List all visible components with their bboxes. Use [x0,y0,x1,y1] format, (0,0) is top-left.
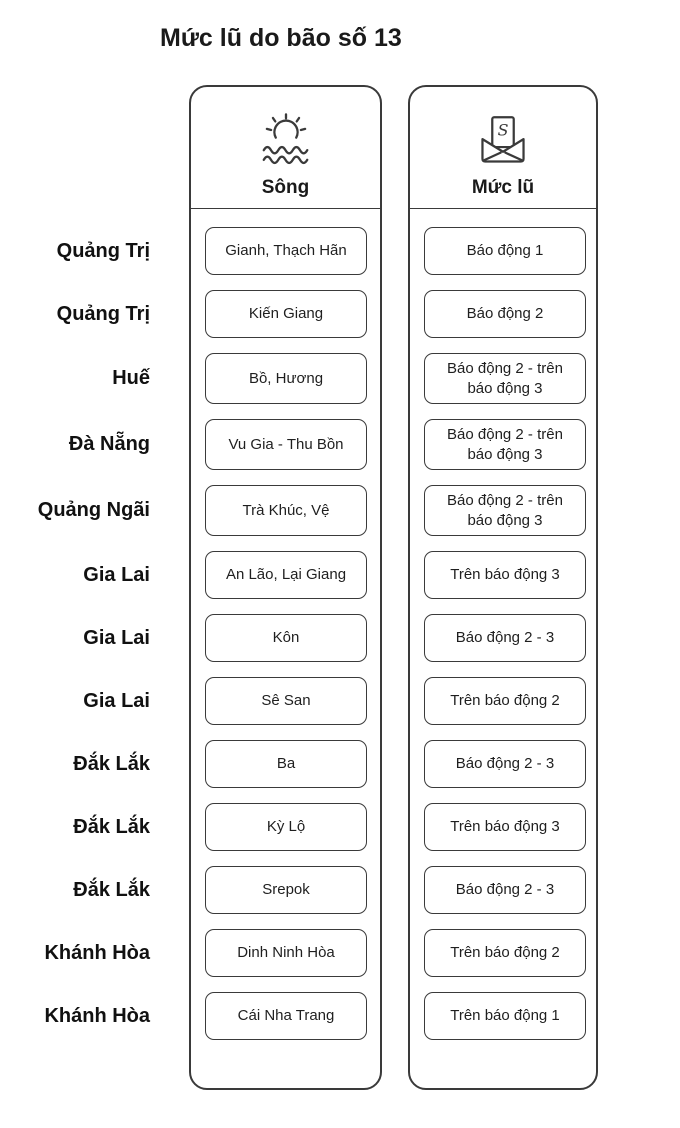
level-value: Báo động 1 [466,242,544,260]
river-box: Cái Nha Trang [205,992,367,1040]
page-title: Mức lũ do bão số 13 [160,24,402,52]
level-value: Trên báo động 2 [450,944,560,962]
level-box: Trên báo động 2 [424,929,586,977]
river-name: Kiến Giang [248,305,324,323]
table-row: Khánh Hòa Cái Nha Trang Trên báo động 1 [0,992,680,1040]
level-box: Báo động 2 [424,290,586,338]
level-value: Trên báo động 1 [450,1007,560,1025]
level-value: Báo động 2 - 3 [455,755,555,773]
river-box: Vu Gia - Thu Bồn [205,419,367,470]
river-name: Kỳ Lộ [266,818,306,836]
level-box: Báo động 1 [424,227,586,275]
svg-text:S: S [498,120,509,139]
river-box: Gianh, Thạch Hãn [205,227,367,275]
river-name: Ba [276,755,296,773]
level-box: Báo động 2 - trên báo động 3 [424,419,586,470]
table-row: Quảng Trị Kiến Giang Báo động 2 [0,290,680,338]
river-name: Cái Nha Trang [237,1007,335,1025]
river-name: Gianh, Thạch Hãn [225,242,347,260]
table-row: Đà Nẵng Vu Gia - Thu Bồn Báo động 2 - tr… [0,419,680,470]
level-column-header: S Mức lũ [410,87,596,209]
table-row: Đắk Lắk Kỳ Lộ Trên báo động 3 [0,803,680,851]
level-value: Báo động 2 - 3 [455,881,555,899]
river-name: Kôn [272,629,300,647]
river-name: Vu Gia - Thu Bồn [228,435,344,453]
level-value: Báo động 2 - trên báo động 3 [447,492,563,529]
province-label: Khánh Hòa [44,941,150,964]
table-row: Quảng Trị Gianh, Thạch Hãn Báo động 1 [0,227,680,275]
envelope-letter-icon: S [475,110,531,172]
level-box: Báo động 2 - 3 [424,614,586,662]
river-box: Dinh Ninh Hòa [205,929,367,977]
river-column-label: Sông [261,177,310,198]
river-box: Kiến Giang [205,290,367,338]
level-value: Trên báo động 3 [450,566,560,584]
level-box: Báo động 2 - trên báo động 3 [424,353,586,404]
table-row: Đắk Lắk Srepok Báo động 2 - 3 [0,866,680,914]
province-label: Gia Lai [83,563,150,586]
sun-over-waves-icon [257,110,315,172]
river-name: Srepok [262,881,310,899]
level-box: Trên báo động 3 [424,803,586,851]
river-box: Trà Khúc, Vệ [205,485,367,536]
province-label: Quảng Ngãi [37,499,150,521]
level-box: Trên báo động 2 [424,677,586,725]
level-value: Báo động 2 [466,305,544,323]
province-label: Đắk Lắk [73,752,150,775]
province-label: Quảng Trị [56,239,150,262]
level-box: Báo động 2 - 3 [424,866,586,914]
level-value: Báo động 2 - trên báo động 3 [447,426,563,463]
river-name: Dinh Ninh Hòa [237,944,335,962]
province-label: Đắk Lắk [73,815,150,838]
table-row: Gia Lai An Lão, Lại Giang Trên báo động … [0,551,680,599]
river-name: Sê San [261,692,311,710]
river-box: Bồ, Hương [205,353,367,404]
table-row: Quảng Ngãi Trà Khúc, Vệ Báo động 2 - trê… [0,485,680,536]
province-label: Huế [112,367,150,389]
province-label: Quảng Trị [56,302,150,325]
river-name: Trà Khúc, Vệ [242,501,330,519]
river-box: Kôn [205,614,367,662]
river-box: Srepok [205,866,367,914]
province-label: Khánh Hòa [44,1004,150,1027]
level-column-card: S Mức lũ [408,85,598,1090]
level-value: Báo động 2 - 3 [455,629,555,647]
table-row: Huế Bồ, Hương Báo động 2 - trên báo động… [0,353,680,404]
province-label: Gia Lai [83,626,150,649]
river-box: Sê San [205,677,367,725]
table-row: Khánh Hòa Dinh Ninh Hòa Trên báo động 2 [0,929,680,977]
province-label: Đà Nẵng [68,433,150,455]
river-box: Kỳ Lộ [205,803,367,851]
province-label: Đắk Lắk [73,878,150,901]
river-box: An Lão, Lại Giang [205,551,367,599]
river-column-card: Sông [189,85,382,1090]
level-value: Trên báo động 3 [450,818,560,836]
river-name: Bồ, Hương [248,369,324,387]
level-box: Báo động 2 - 3 [424,740,586,788]
table-row: Gia Lai Sê San Trên báo động 2 [0,677,680,725]
table-row: Gia Lai Kôn Báo động 2 - 3 [0,614,680,662]
river-column-header: Sông [191,87,380,209]
table-row: Đắk Lắk Ba Báo động 2 - 3 [0,740,680,788]
level-value: Báo động 2 - trên báo động 3 [447,360,563,397]
level-box: Trên báo động 1 [424,992,586,1040]
river-name: An Lão, Lại Giang [225,566,347,584]
river-box: Ba [205,740,367,788]
province-label: Gia Lai [83,689,150,712]
level-box: Trên báo động 3 [424,551,586,599]
table-rows: Quảng Trị Gianh, Thạch Hãn Báo động 1 Qu… [0,227,680,1040]
level-column-label: Mức lũ [471,177,535,198]
level-box: Báo động 2 - trên báo động 3 [424,485,586,536]
level-value: Trên báo động 2 [450,692,560,710]
